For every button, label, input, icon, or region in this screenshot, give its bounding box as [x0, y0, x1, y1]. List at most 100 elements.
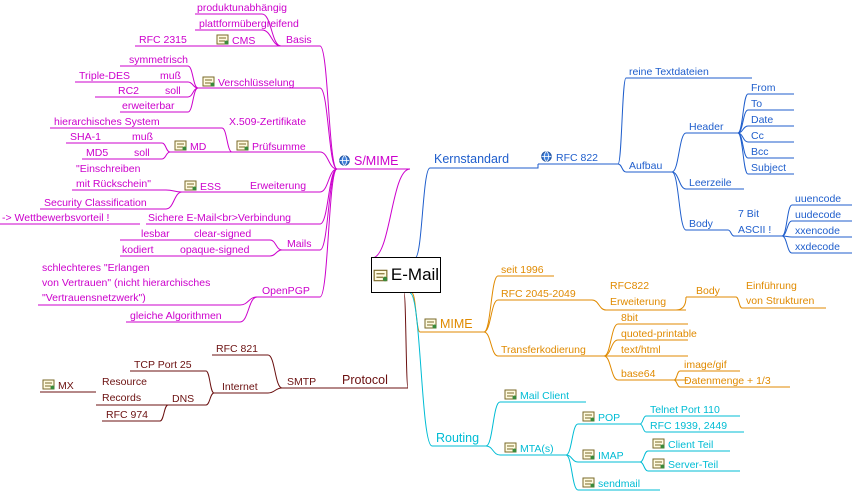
md-node[interactable]: MD	[174, 140, 206, 153]
root-node[interactable]: E-Mail	[371, 257, 441, 293]
pgp-item-1[interactable]: schlechteres "Erlangen	[42, 262, 150, 274]
body-item-1[interactable]: uudecode	[795, 209, 841, 221]
lesbar-node[interactable]: lesbar	[141, 228, 170, 240]
reine-textdateien-node[interactable]: reine Textdateien	[629, 66, 709, 78]
strukturen-node[interactable]: von Strukturen	[746, 295, 814, 307]
verschluesselung-node[interactable]: Verschlüsselung	[202, 76, 294, 89]
dns-node[interactable]: DNS	[172, 393, 194, 405]
ess-node[interactable]: ESS	[184, 180, 221, 193]
erweiterung-node[interactable]: Erweiterung	[250, 180, 306, 192]
rfc2315-node[interactable]: RFC 2315	[139, 34, 187, 46]
body-item-3[interactable]: xxdecode	[795, 241, 840, 253]
triple-des-level[interactable]: muß	[160, 70, 181, 82]
rfc821-node[interactable]: RFC 821	[216, 343, 258, 355]
header-item-0[interactable]: From	[751, 82, 776, 94]
routing-node[interactable]: Routing	[436, 431, 479, 445]
clear-signed-node[interactable]: clear-signed	[194, 228, 251, 240]
imap-node[interactable]: IMAP	[582, 449, 624, 462]
rueckschein-node[interactable]: mit Rückschein"	[76, 178, 151, 190]
rc2-level[interactable]: soll	[165, 85, 181, 97]
header-item-3[interactable]: Cc	[751, 130, 764, 142]
seit-1996-node[interactable]: seit 1996	[501, 264, 544, 276]
basis-node[interactable]: Basis	[286, 34, 312, 46]
image-gif-node[interactable]: image/gif	[684, 359, 727, 371]
body-node[interactable]: Body	[689, 218, 713, 230]
header-node[interactable]: Header	[689, 121, 723, 133]
pgp-item-3[interactable]: "Vertrauensnetzwerk")	[42, 292, 146, 304]
mime-rfc822-node[interactable]: RFC822	[610, 280, 649, 292]
wettbewerbsvorteil-node[interactable]: -> Wettbewerbsvorteil !	[2, 212, 109, 224]
pop-node[interactable]: POP	[582, 411, 620, 424]
mta-node[interactable]: MTA(s)	[504, 442, 554, 455]
mime-body-node[interactable]: Body	[696, 285, 720, 297]
header-item-1[interactable]: To	[751, 98, 762, 110]
dns-to-rfc974	[159, 404, 169, 422]
transfer-item-0[interactable]: 8bit	[621, 312, 638, 324]
protocol-node[interactable]: Protocol	[342, 373, 388, 387]
rfc1939-node[interactable]: RFC 1939, 2449	[650, 420, 727, 432]
cms-node[interactable]: CMS	[216, 34, 255, 47]
rfc974-node[interactable]: RFC 974	[106, 409, 148, 421]
root-to-smime	[371, 168, 411, 259]
md5-node[interactable]: MD5	[86, 147, 108, 159]
sha1-level[interactable]: muß	[132, 131, 153, 143]
imap-c1	[639, 450, 649, 463]
body-item-0[interactable]: uuencode	[795, 193, 841, 205]
aufbau-node[interactable]: Aufbau	[629, 160, 662, 172]
einschreiben-node[interactable]: "Einschreiben	[76, 163, 140, 175]
rfc822-node[interactable]: RFC 822	[540, 151, 598, 164]
client-teil-node[interactable]: Client Teil	[652, 438, 713, 451]
rfc-2045-node[interactable]: RFC 2045-2049	[501, 288, 576, 300]
sha1-node[interactable]: SHA-1	[70, 131, 101, 143]
sendmail-node[interactable]: sendmail	[582, 477, 640, 490]
rc2-node[interactable]: RC2	[118, 85, 139, 97]
gleiche-algorithmen-node[interactable]: gleiche Algorithmen	[130, 310, 222, 322]
kodiert-node[interactable]: kodiert	[122, 244, 154, 256]
telnet-port-node[interactable]: Telnet Port 110	[650, 404, 720, 416]
header-item-5[interactable]: Subject	[751, 162, 786, 174]
ascii-node[interactable]: ASCII !	[738, 224, 771, 236]
header-item-2[interactable]: Date	[751, 114, 773, 126]
tcp-port-node[interactable]: TCP Port 25	[134, 359, 192, 371]
basis-item-produktunabhaengig[interactable]: produktunabhängig	[197, 2, 287, 14]
einfuehrung-node[interactable]: Einführung	[746, 280, 797, 292]
mime-node[interactable]: MIME	[424, 317, 473, 331]
datenmenge-node[interactable]: Datenmenge + 1/3	[684, 375, 771, 387]
note-icon	[582, 411, 595, 422]
md5-level[interactable]: soll	[134, 147, 150, 159]
sichere-email-node[interactable]: Sichere E-Mail<br>Verbindung	[148, 212, 291, 224]
symmetrisch-node[interactable]: symmetrisch	[129, 54, 188, 66]
erweiterbar-node[interactable]: erweiterbar	[122, 100, 175, 112]
triple-des-node[interactable]: Triple-DES	[79, 70, 130, 82]
leerzeile-node[interactable]: Leerzeile	[689, 177, 732, 189]
opaque-signed-node[interactable]: opaque-signed	[180, 244, 249, 256]
pgp-item-2[interactable]: von Vertrauen" (nicht hierarchisches	[42, 277, 210, 289]
transfer-item-3[interactable]: base64	[621, 368, 655, 380]
pruefsumme-node[interactable]: Prüfsumme	[236, 140, 306, 153]
smime-node[interactable]: S/MIME	[338, 154, 398, 168]
mails-node[interactable]: Mails	[287, 238, 312, 250]
note-icon	[652, 438, 665, 449]
hierarchisches-node[interactable]: hierarchisches System	[54, 116, 160, 128]
basis-item-plattform[interactable]: plattformübergreifend	[199, 18, 299, 30]
transfer-item-1[interactable]: quoted-printable	[621, 328, 697, 340]
mime-erweiterung-node[interactable]: Erweiterung	[610, 296, 666, 308]
body-item-2[interactable]: xxencode	[795, 225, 840, 237]
transferkodierung-node[interactable]: Transferkodierung	[501, 344, 586, 356]
resource-node[interactable]: Resource	[102, 376, 147, 388]
rfc2315-node-text: RFC 2315	[139, 34, 187, 46]
transfer-item-2[interactable]: text/html	[621, 344, 661, 356]
smtp-node[interactable]: SMTP	[287, 376, 316, 388]
mx-node[interactable]: MX	[42, 379, 74, 392]
smtp-to-internet	[267, 387, 283, 394]
security-classification-node[interactable]: Security Classification	[44, 197, 147, 209]
openpgp-node[interactable]: OpenPGP	[262, 285, 310, 297]
sieben-bit-node[interactable]: 7 Bit	[738, 208, 759, 220]
server-teil-node[interactable]: Server-Teil	[652, 458, 718, 471]
kernstandard-node[interactable]: Kernstandard	[434, 152, 509, 166]
records-node[interactable]: Records	[102, 392, 141, 404]
x509-node[interactable]: X.509-Zertifikate	[229, 116, 306, 128]
header-item-4[interactable]: Bcc	[751, 146, 769, 158]
mail-client-node[interactable]: Mail Client	[504, 389, 569, 402]
internet-node[interactable]: Internet	[222, 381, 258, 393]
